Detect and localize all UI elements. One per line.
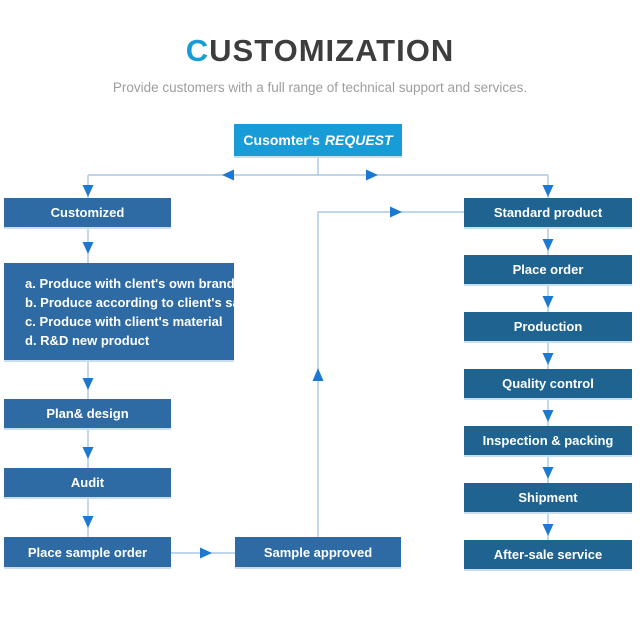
place-order-box: Place order — [464, 255, 632, 286]
plan-design-box: Plan& design — [4, 399, 171, 430]
production-box: Production — [464, 312, 632, 343]
inspection-packing-box: Inspection & packing — [464, 426, 632, 457]
standard-product-box: Standard product — [464, 198, 632, 229]
title-rest: USTOMIZATION — [209, 33, 455, 68]
quality-control-box: Quality control — [464, 369, 632, 400]
request-box: Cusomter's REQUEST — [234, 124, 402, 158]
place-sample-order-box: Place sample order — [4, 537, 171, 569]
arrow-down-shipment — [542, 467, 554, 479]
arrow-down-quality-control — [542, 353, 554, 365]
arrow-up-approved-elbow — [312, 368, 324, 381]
shipment-box: Shipment — [464, 483, 632, 514]
customized-box: Customized — [4, 198, 171, 229]
arrow-right-sample-approved — [200, 547, 212, 559]
arrow-down-place-order — [542, 239, 554, 251]
option-line-c: c. Produce with client's material — [25, 313, 223, 329]
arrow-down-after-sale-service — [542, 524, 554, 536]
page-title: CUSTOMIZATION — [0, 33, 640, 69]
arrow-down-plan-design — [82, 378, 94, 390]
arrow-down-standard-product — [542, 185, 554, 197]
request-label: Cusomter's — [243, 132, 320, 148]
option-line-b: b. Produce according to client's sample — [25, 294, 271, 310]
arrow-down-place-sample-order — [82, 516, 94, 528]
arrow-down-inspection-packing — [542, 410, 554, 422]
arrow-down-audit — [82, 447, 94, 459]
audit-box: Audit — [4, 468, 171, 499]
options-box: a. Produce with clent's own brand b. Pro… — [4, 263, 270, 362]
option-line-a: a. Produce with clent's own brand — [25, 275, 235, 291]
arrow-right-split — [366, 169, 378, 181]
connector-approved-to-standard-elbow — [317, 211, 464, 537]
page-subtitle: Provide customers with a full range of t… — [112, 80, 528, 95]
arrow-down-customized — [82, 185, 94, 197]
arrow-left-split — [222, 169, 234, 181]
sample-approved-box: Sample approved — [235, 537, 401, 569]
after-sale-service-box: After-sale service — [464, 540, 632, 571]
arrow-down-options — [82, 242, 94, 254]
arrow-right-into-standard — [390, 206, 402, 218]
arrow-down-production — [542, 296, 554, 308]
title-accent-letter: C — [185, 33, 210, 68]
option-line-d: d. R&D new product — [25, 332, 150, 348]
request-label-italic: REQUEST — [324, 132, 393, 148]
